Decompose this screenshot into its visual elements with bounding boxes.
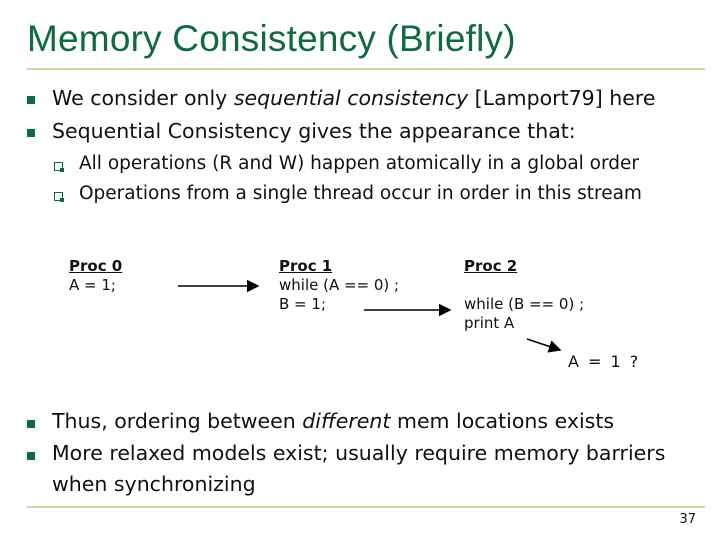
slide-title: Memory Consistency (Briefly) <box>27 18 516 59</box>
code-line: print A <box>464 314 515 332</box>
bullet-text-part: We consider only <box>52 86 234 110</box>
bullet-text: Sequential Consistency gives the appeara… <box>52 119 576 143</box>
arrow-print-to-result <box>526 338 562 353</box>
result-label: A = 1 ? <box>568 352 641 371</box>
emphasis-text: different <box>302 409 391 433</box>
footer-rule <box>27 506 705 508</box>
sub-bullet-text: All operations (R and W) happen atomical… <box>79 153 640 174</box>
title-underline <box>27 68 705 70</box>
bullet-text-part: Thus, ordering between <box>52 409 303 433</box>
code-line: while (A == 0) ; <box>279 276 400 294</box>
proc-2-block: Proc 2 while (B == 0) ; print A <box>464 257 584 333</box>
hollow-square-bullet-icon <box>54 162 64 172</box>
bullet-text: More relaxed models exist; usually requi… <box>52 441 666 465</box>
sub-bullet-text: Operations from a single thread occur in… <box>79 183 642 204</box>
page-number: 37 <box>679 512 696 527</box>
hollow-square-bullet-icon <box>54 192 64 202</box>
proc-name: Proc 2 <box>464 257 518 275</box>
square-bullet-icon <box>27 452 35 460</box>
bullet-text-continued: when synchronizing <box>52 472 256 496</box>
code-line: while (B == 0) ; <box>464 295 585 313</box>
square-bullet-icon <box>27 96 35 104</box>
proc-1-block: Proc 1 while (A == 0) ; B = 1; <box>279 257 399 314</box>
emphasis-text: sequential consistency <box>233 86 469 110</box>
bullet-text: Thus, ordering between different mem loc… <box>52 409 614 433</box>
square-bullet-icon <box>27 129 35 137</box>
square-bullet-icon <box>27 420 35 428</box>
proc-0-block: Proc 0 A = 1; <box>69 257 122 295</box>
proc-name: Proc 0 <box>69 257 123 275</box>
bullet-text-part: mem locations exists <box>390 409 615 433</box>
proc-name: Proc 1 <box>279 257 333 275</box>
code-line: B = 1; <box>279 295 326 313</box>
code-line: A = 1; <box>69 276 116 294</box>
bullet-text-part: [Lamport79] here <box>468 86 656 110</box>
bullet-text: We consider only sequential consistency … <box>52 86 655 110</box>
